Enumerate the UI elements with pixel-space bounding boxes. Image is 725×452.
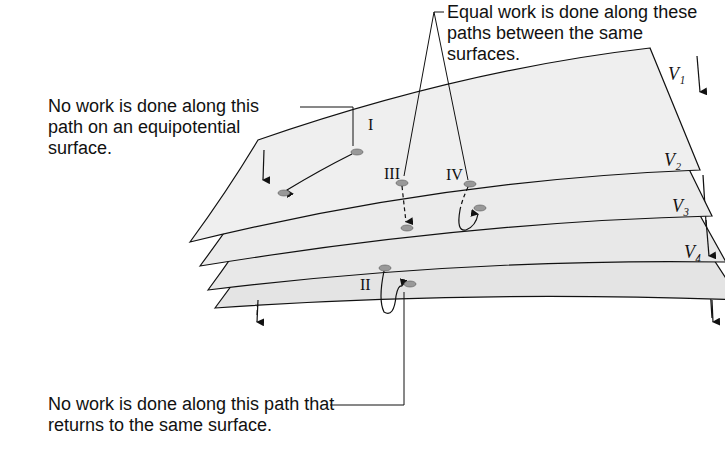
potential-label: V₃: [672, 196, 689, 216]
path-endpoint: [474, 205, 486, 211]
equipotential-surface: [190, 48, 700, 242]
leader-line: [404, 12, 444, 176]
potential-label: V₁: [668, 64, 685, 84]
field-line: [263, 150, 264, 180]
path-iv: [459, 210, 478, 230]
path-endpoint: [401, 225, 413, 231]
field-line: [257, 300, 258, 322]
field-line: [706, 220, 709, 256]
leader-line: [330, 292, 404, 405]
callout-text: No work is done along this path that ret…: [48, 394, 348, 436]
path-label: IV: [446, 166, 463, 184]
potential-label: V₂: [664, 150, 681, 170]
path-iv: [460, 187, 468, 210]
path-ii: [381, 271, 402, 313]
path-endpoint: [379, 265, 391, 271]
field-line: [697, 56, 700, 92]
potential-label: V₄: [684, 242, 701, 262]
field-line: [712, 300, 713, 322]
path-i: [287, 154, 352, 190]
path-endpoint: [464, 181, 476, 187]
path-endpoint: [404, 281, 416, 287]
path-label: II: [360, 276, 371, 294]
path-label: III: [384, 165, 400, 183]
path-endpoint: [278, 190, 290, 196]
leader-line: [300, 107, 353, 146]
callout-text: No work is done along this path on an eq…: [48, 96, 284, 159]
path-iii: [402, 186, 406, 222]
path-label: I: [368, 116, 373, 134]
path-endpoint: [351, 149, 363, 155]
callout-text: Equal work is done along these paths bet…: [447, 2, 719, 65]
